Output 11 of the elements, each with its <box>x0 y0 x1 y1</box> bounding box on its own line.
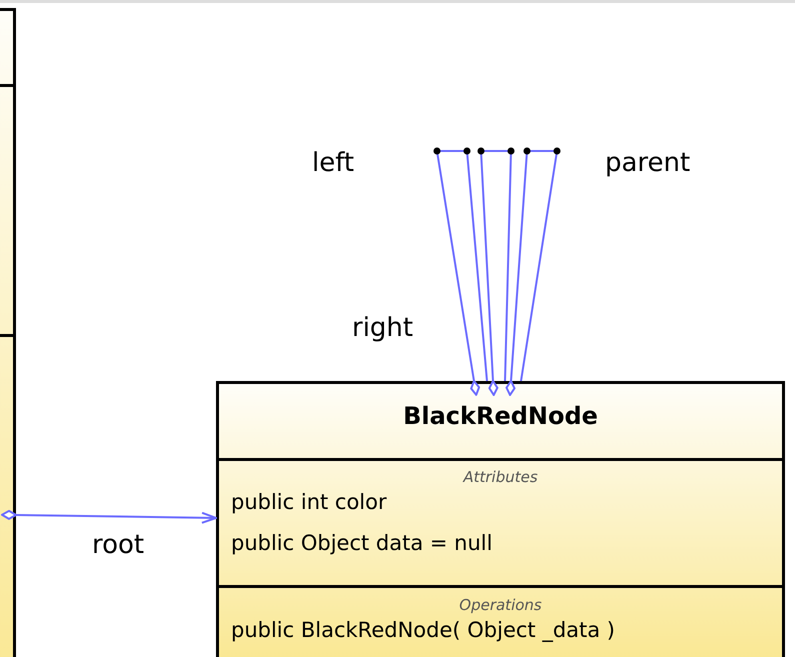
attribute-text: public Object data = null <box>231 531 492 555</box>
section-heading: Attributes <box>462 468 539 486</box>
attribute-text: public int color <box>231 490 387 514</box>
section-heading: Operations <box>458 596 543 614</box>
association-arrow <box>1 510 217 524</box>
self-association-line <box>434 148 488 396</box>
class-name: BlackRedNode <box>402 402 599 430</box>
self-association-line <box>506 148 560 396</box>
class-box <box>216 381 785 657</box>
self-association-line <box>478 148 514 396</box>
operation-text: public BlackRedNode( Object _data ) <box>231 618 615 642</box>
